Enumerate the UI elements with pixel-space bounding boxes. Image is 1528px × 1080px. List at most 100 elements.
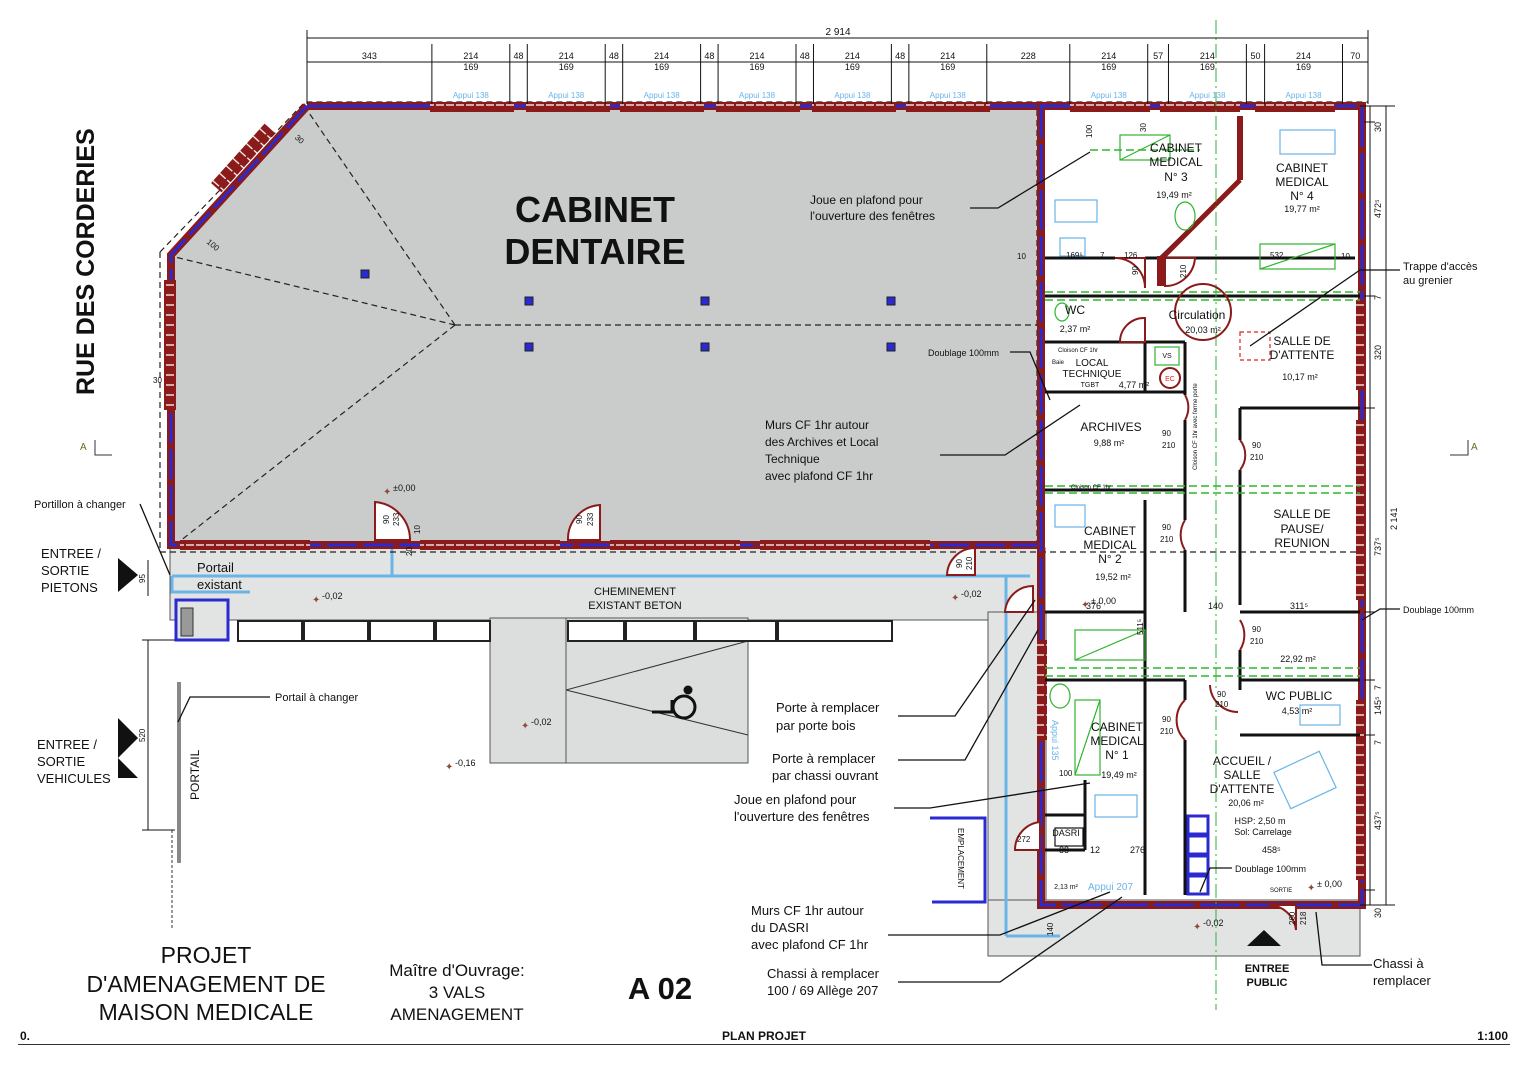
street-name: RUE DES CORDERIES [72, 128, 100, 395]
door-90a: 90 [1131, 266, 1140, 275]
level-marker-icon: ✦ [312, 595, 320, 606]
level-marker-icon: ✦ [521, 721, 529, 732]
wc-l1: WC [1065, 303, 1085, 317]
local-ec: EC [1165, 376, 1175, 383]
dim-376: 376 [1086, 601, 1101, 611]
appui-label: Appui 138 [739, 91, 776, 100]
attente-l1: SALLE DE [1273, 334, 1330, 348]
level-label: -0,02 [1203, 918, 1224, 928]
cab2-area: 19,52 m² [1095, 572, 1131, 582]
local-area: 4,77 m² [1119, 380, 1150, 390]
dim-88: 88 [1059, 845, 1069, 855]
door-90d: 90 [1162, 523, 1171, 532]
entree-public-l1: ENTREE [1245, 963, 1290, 975]
door-90h: 90 [575, 515, 584, 524]
wcpub-area: 4,53 m² [1282, 706, 1313, 716]
interior-walls [1045, 116, 1360, 895]
dim-126: 126 [1124, 251, 1138, 260]
local-l2: TECHNIQUE [1063, 369, 1122, 380]
archives-l1: ARCHIVES [1080, 420, 1141, 434]
dim-r-total: 2 141 [1389, 507, 1399, 530]
section-mark-left: A [80, 442, 87, 453]
ceiling-lines [1045, 149, 1360, 677]
appui-label: Appui 138 [548, 91, 585, 100]
cloison-cf-label: Cloison CF 1hr [1071, 485, 1111, 491]
level-marker-icon: ✦ [383, 487, 391, 498]
top-dim-value: 214 [559, 51, 574, 61]
dim-r-30b: 30 [1373, 908, 1383, 918]
door-210b: 210 [1162, 441, 1176, 450]
right-dimension-chain [1360, 105, 1395, 906]
entree-public-l2: PUBLIC [1247, 977, 1288, 989]
dim-140b: 140 [1046, 922, 1055, 936]
cheminement-l1: CHEMINEMENT [594, 586, 676, 598]
level-label: ±0,00 [393, 483, 415, 493]
door-210g: 210 [965, 556, 974, 570]
appui-label: Appui 138 [1286, 91, 1323, 100]
appui-label: Appui 138 [644, 91, 681, 100]
level-label: -0,02 [961, 589, 982, 599]
trappe-l1: Trappe d'accès [1403, 261, 1478, 273]
appui-label: Appui 138 [453, 91, 490, 100]
dim-260: 260 [1288, 911, 1297, 925]
cloison-cf2-label: Cloison CF 1hr avec ferme porte [1193, 383, 1199, 470]
chassi-a-l1: Chassi à [1373, 956, 1424, 971]
accueil-l3: D'ATTENTE [1210, 782, 1275, 796]
accueil-l1: ACCUEIL / [1213, 754, 1272, 768]
portail-existant-l2: existant [197, 577, 242, 592]
murs1-l4: avec plafond CF 1hr [765, 469, 873, 483]
cab3-l3: N° 3 [1164, 170, 1188, 184]
appui135-label: Appui 135 [1050, 720, 1060, 761]
archives-area: 9,88 m² [1094, 438, 1125, 448]
dim-7: 7 [1100, 251, 1105, 260]
top-dim-value: 214 [750, 51, 765, 61]
level-labels: ±0,00-0,02-0,02-0,02-0,16± 0,00± 0,00-0,… [322, 483, 1342, 928]
glazing-lines [170, 548, 1060, 938]
door-210e: 210 [1250, 637, 1264, 646]
level-marker-icon: ✦ [1193, 922, 1201, 933]
level-markers: ✦✦✦✦✦✦✦✦ [312, 487, 1315, 933]
top-dim-sub: 169 [750, 62, 765, 72]
local-baie: Baie [1052, 360, 1065, 366]
interior-wall-red [1157, 116, 1243, 286]
dim-218: 218 [1299, 911, 1308, 925]
top-dim-value: 228 [1021, 51, 1036, 61]
chassi-a-l2: remplacer [1373, 973, 1431, 988]
left-dimensions [142, 560, 175, 831]
pause-l2: PAUSE/ [1280, 522, 1324, 536]
pietons-l2: SORTIE [41, 563, 89, 578]
porte-chassi-l1: Porte à remplacer [772, 751, 876, 766]
murs1-l3: Technique [765, 452, 820, 466]
dim-r-437: 437⁵ [1373, 811, 1383, 830]
top-dim-sub: 169 [845, 62, 860, 72]
level-marker-icon: ✦ [1081, 600, 1089, 611]
joue1-l2: l'ouverture des fenêtres [810, 209, 935, 223]
dasri-l1: DASRI [1052, 828, 1080, 838]
circ-l1: Circulation [1169, 308, 1226, 322]
cab1-area: 19,49 m² [1101, 770, 1137, 780]
top-dim-value: 214 [1200, 51, 1215, 61]
appui-label: Appui 138 [834, 91, 871, 100]
cheminement-l2: EXISTANT BETON [588, 600, 682, 612]
top-dim-value: 48 [895, 51, 905, 61]
total-width-dim: 2 914 [825, 27, 850, 38]
dim-12: 12 [1090, 845, 1100, 855]
murs1-l1: Murs CF 1hr autour [765, 418, 869, 432]
dim-100c: 100 [1059, 769, 1073, 778]
attente-area: 10,17 m² [1282, 372, 1318, 382]
walls-medical [1037, 102, 1366, 909]
couloir-area: 22,92 m² [1280, 654, 1316, 664]
footer-left: 0. [20, 1029, 30, 1043]
project-l3: MAISON MEDICALE [99, 999, 314, 1025]
top-dim-sub: 169 [1200, 62, 1215, 72]
title-block: PROJET D'AMENAGEMENT DE MAISON MEDICALE … [86, 942, 692, 1025]
top-dim-value: 48 [514, 51, 524, 61]
top-dim-sub: 169 [1296, 62, 1311, 72]
entrance-arrows [118, 558, 1281, 946]
murs2-l1: Murs CF 1hr autour [751, 903, 864, 918]
right-dim-labels: 30 472⁵ 7 320 737⁵ 7 145⁵ 7 437⁵ 30 2 14… [1373, 122, 1399, 918]
cab2-l2: MEDICAL [1083, 538, 1137, 552]
vehicules-l1: ENTREE / [37, 737, 97, 752]
